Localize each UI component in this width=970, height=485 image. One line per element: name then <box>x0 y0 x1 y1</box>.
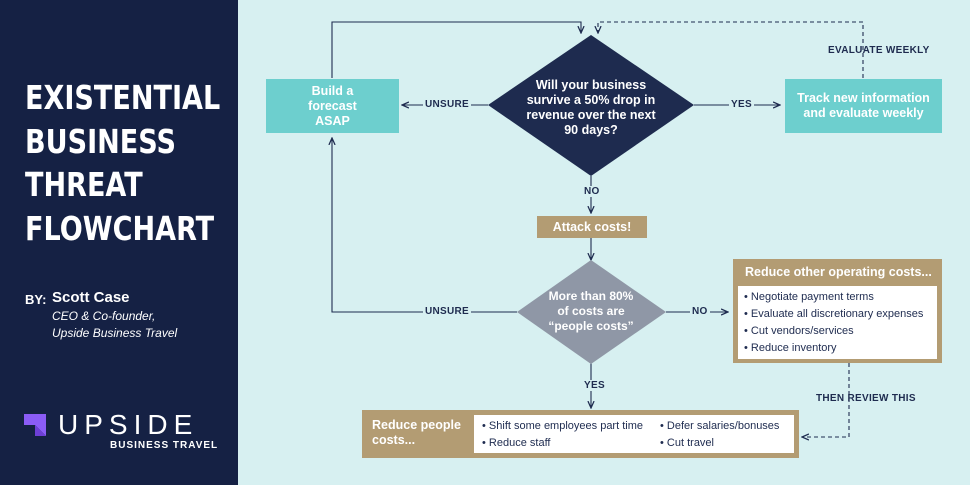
label-unsure-bottom: UNSURE <box>423 306 472 317</box>
label-no-right: NO <box>690 306 710 317</box>
decision-diamond-people-costs <box>517 260 666 364</box>
sidebar: EXISTENTIAL BUSINESS THREAT FLOWCHART BY… <box>0 0 238 485</box>
list-item: Reduce inventory <box>744 340 931 357</box>
connector-forecast-to-diamond <box>331 21 581 78</box>
label-no-mid: NO <box>582 186 602 197</box>
other-costs-list: Negotiate payment terms Evaluate all dis… <box>738 286 937 359</box>
forecast-box: Build a forecast ASAP <box>266 79 399 133</box>
list-item: Cut travel <box>660 435 779 452</box>
title-line: EXISTENTIAL <box>25 78 221 117</box>
list-item: Shift some employees part time <box>482 418 660 435</box>
author-role-line: CEO & Co-founder, <box>52 309 156 323</box>
label-then-review: THEN REVIEW THIS <box>816 393 916 404</box>
author-role-line: Upside Business Travel <box>52 326 178 340</box>
diamond2-text: More than 80% of costs are “people costs… <box>548 289 634 333</box>
title-line: FLOWCHART <box>25 208 215 248</box>
other-costs-title: Reduce other operating costs... <box>745 265 932 279</box>
list-item: Defer salaries/bonuses <box>660 418 780 435</box>
connector-diamond2-unsure <box>332 138 517 313</box>
title-line: BUSINESS <box>25 121 177 161</box>
people-costs-title: Reduce people costs... <box>372 418 461 447</box>
attack-costs-box: Attack costs! <box>537 216 647 238</box>
logo-subtitle: BUSINESS TRAVEL <box>110 440 219 451</box>
list-item: Cut vendors/services <box>744 323 931 340</box>
label-evaluate-weekly: EVALUATE WEEKLY <box>828 45 930 56</box>
people-costs-col2: Defer salaries/bonuses Cut travel <box>660 418 780 452</box>
logo-wordmark: UPSIDE <box>58 409 199 440</box>
byline-label: BY: <box>25 292 47 307</box>
people-costs-list: Shift some employees part time Reduce st… <box>474 415 794 453</box>
diamond1-text: Will your business survive a 50% drop in… <box>526 78 656 137</box>
author-name: Scott Case <box>52 289 130 306</box>
connector-evaluate-weekly <box>598 21 864 78</box>
list-item: Negotiate payment terms <box>744 289 931 306</box>
other-costs-panel: Reduce other operating costs... Negotiat… <box>733 259 942 363</box>
author-role: CEO & Co-founder, Upside Business Travel <box>52 308 232 342</box>
label-unsure-top: UNSURE <box>423 99 472 110</box>
track-info-box: Track new information and evaluate weekl… <box>785 79 942 133</box>
page-title: EXISTENTIAL BUSINESS THREAT FLOWCHART <box>25 76 220 250</box>
label-yes-top: YES <box>729 99 754 110</box>
people-costs-panel: Reduce people costs... Shift some employ… <box>362 410 799 458</box>
list-item: Reduce staff <box>482 435 660 452</box>
upside-logo-icon <box>24 414 46 436</box>
title-line: THREAT <box>25 165 143 204</box>
label-yes-bottom: YES <box>582 380 607 391</box>
connector-then-review <box>802 363 850 437</box>
people-costs-col1: Shift some employees part time Reduce st… <box>482 418 660 450</box>
list-item: Evaluate all discretionary expenses <box>744 306 931 323</box>
decision-diamond-survival <box>488 35 694 176</box>
